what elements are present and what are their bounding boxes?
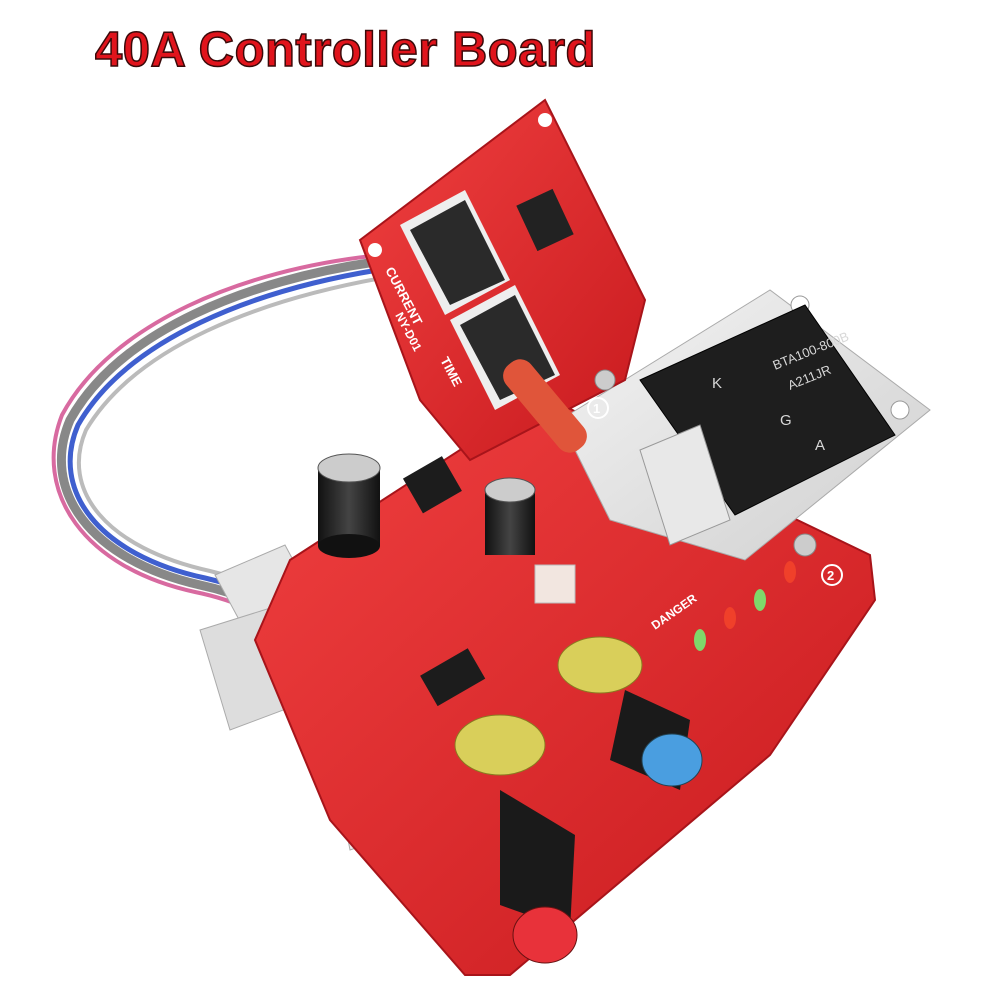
triac-pin-k: K — [712, 375, 722, 392]
film-capacitor — [503, 359, 587, 453]
display-pcb: CURRENT TIME NY-D01 — [358, 98, 647, 462]
triac-component: BTA100-800B A211JR K G A — [639, 304, 896, 546]
led-green — [754, 589, 766, 611]
triac-pin-g: G — [780, 412, 792, 429]
led-red — [724, 607, 736, 629]
terminal-1-label: 1 — [593, 401, 600, 416]
electrolytic-capacitor — [484, 477, 536, 555]
white-connector — [534, 564, 576, 604]
electrolytic-capacitor — [317, 453, 381, 558]
current-knob[interactable] — [454, 714, 578, 964]
product-title: 40A Controller Board — [94, 22, 596, 78]
regulator-chip — [402, 456, 462, 514]
triac-pin-a: A — [815, 437, 825, 454]
current-display — [410, 200, 505, 305]
led-red — [784, 561, 796, 583]
ic-chip — [420, 648, 486, 707]
time-knob[interactable] — [557, 636, 703, 790]
led-green — [694, 629, 706, 651]
terminal-2-label: 2 — [827, 568, 834, 583]
